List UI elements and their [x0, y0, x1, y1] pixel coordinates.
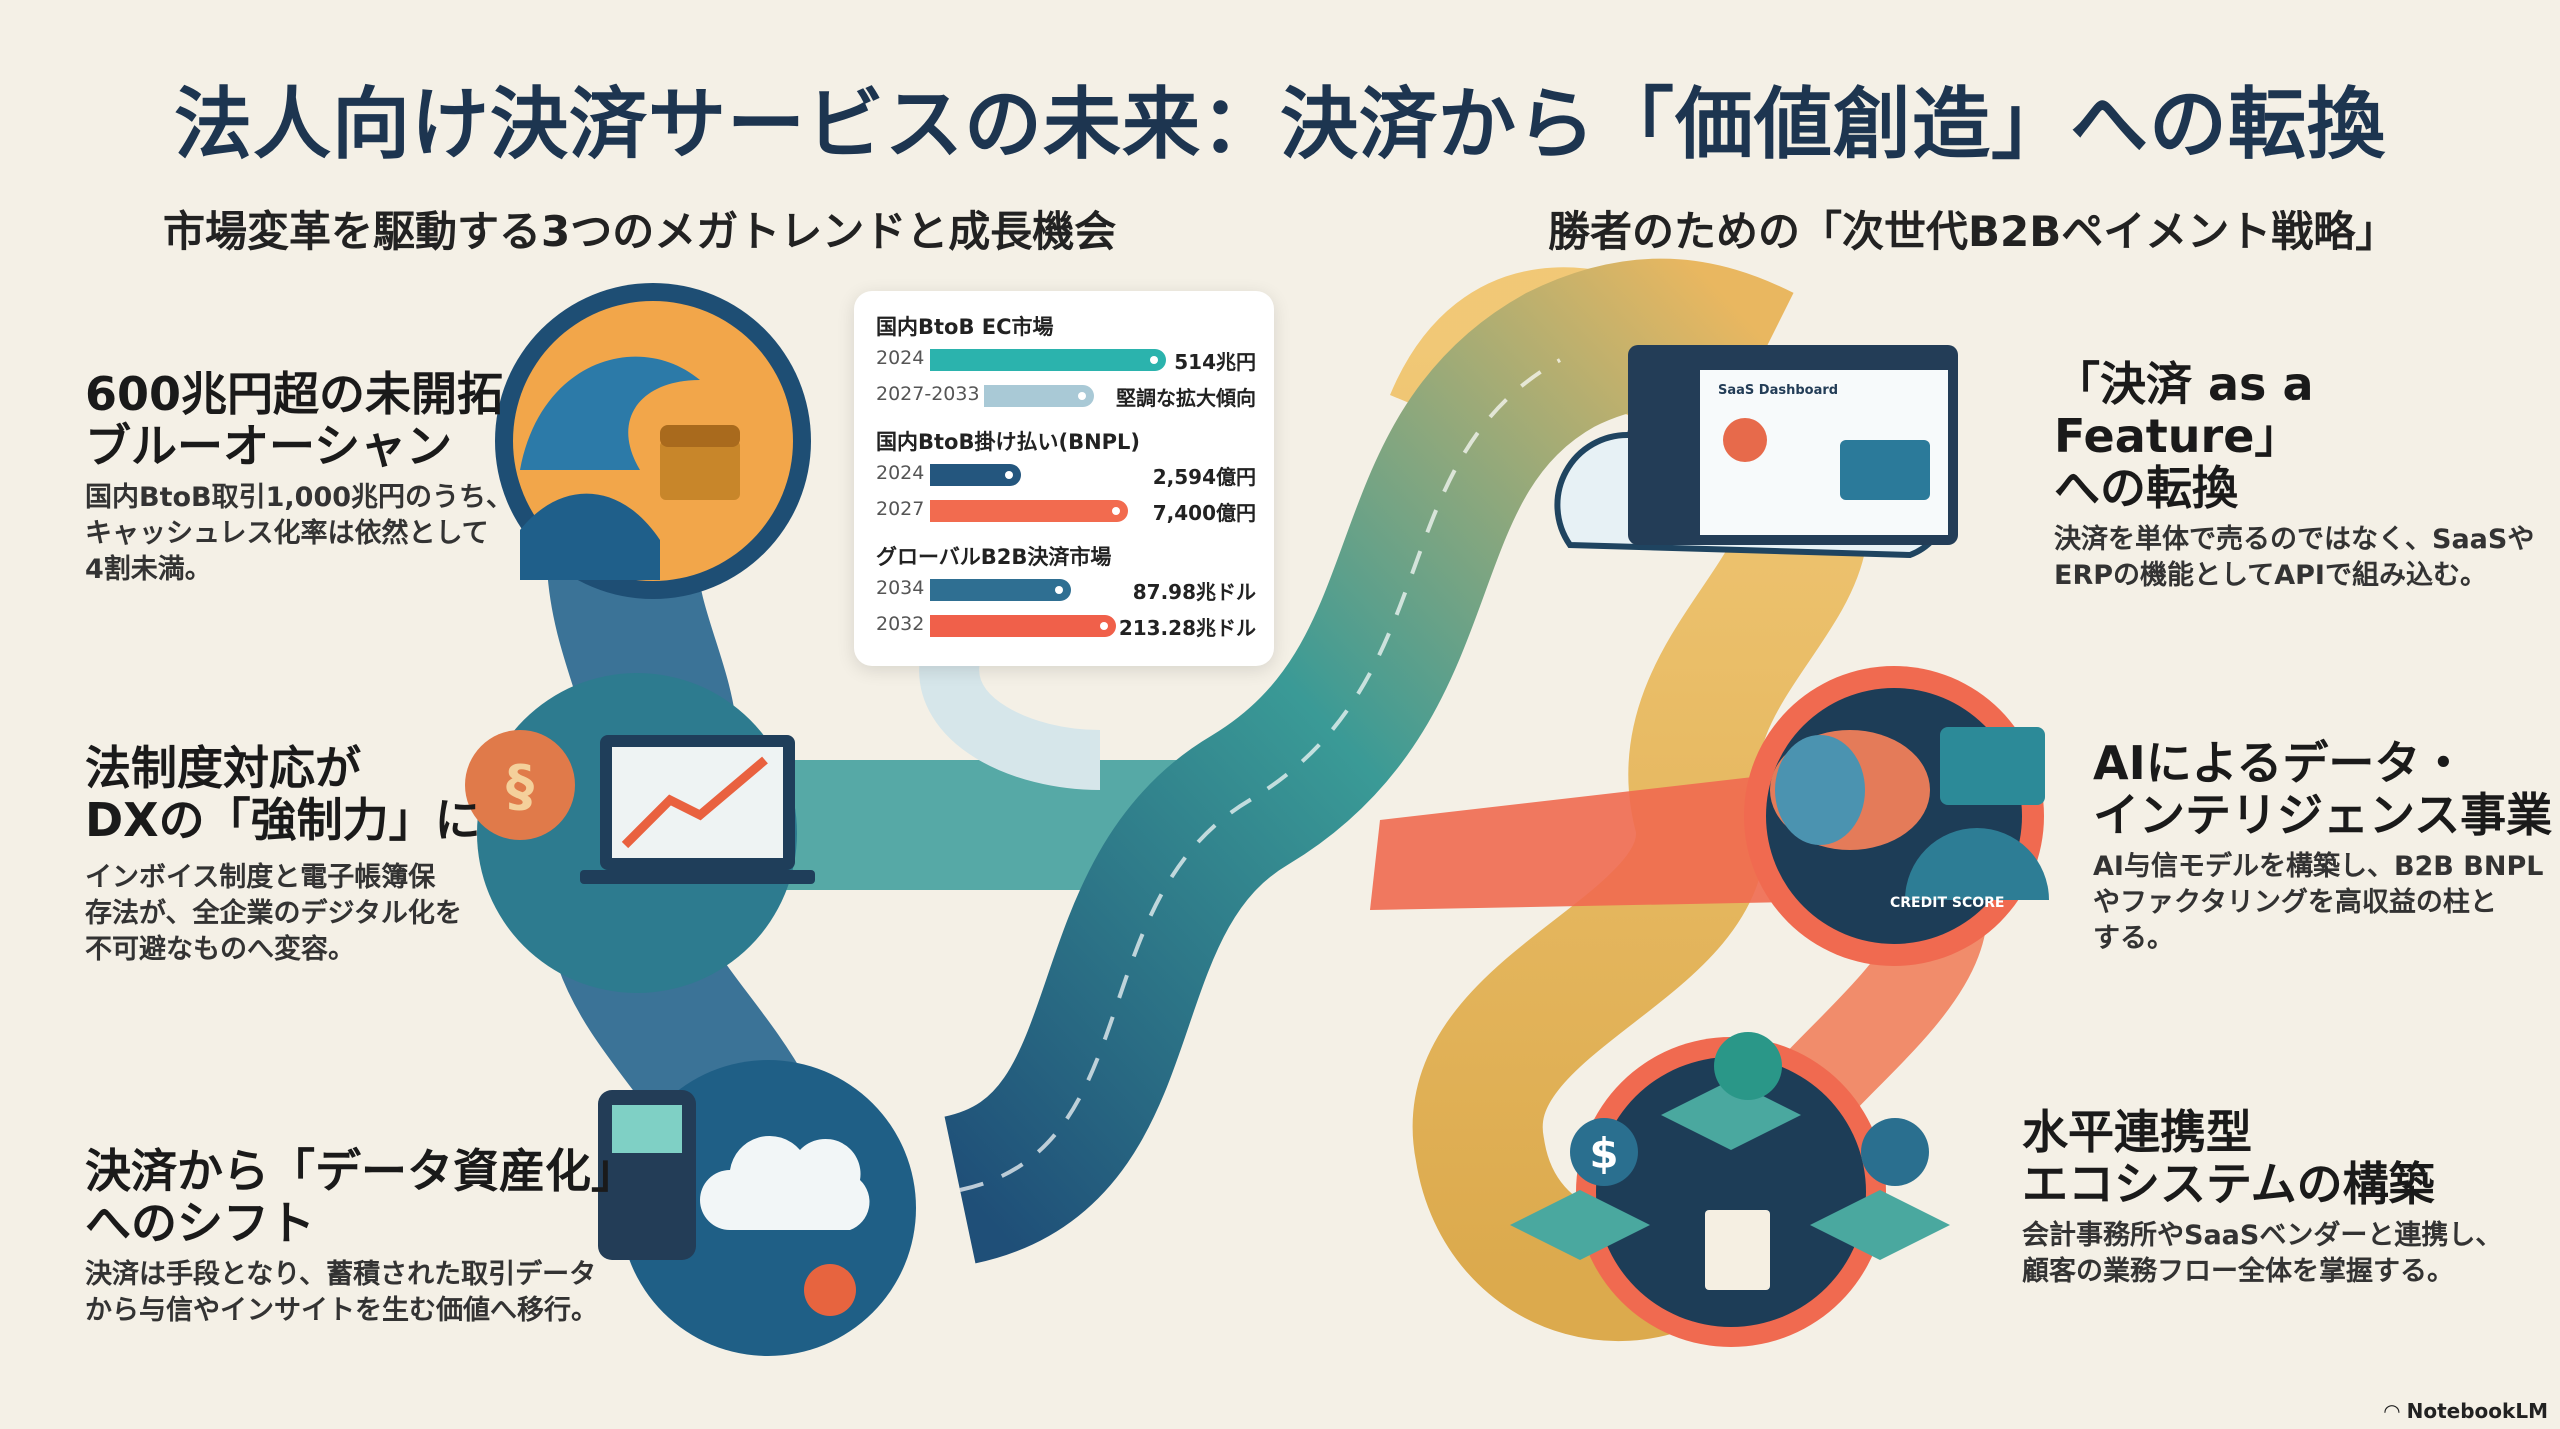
stats-year: 2034 [876, 577, 925, 599]
stats-value: 7,400億円 [1152, 501, 1256, 525]
brand-label: NotebookLM [2406, 1399, 2548, 1423]
stats-row: 2024 514兆円 [876, 345, 1256, 374]
market-stats-card: 国内BtoB EC市場 2024 514兆円 2027-2033 堅調な拡大傾向国内Bt… [854, 291, 1274, 666]
strategy-heading: 「決済 as a Feature」への転換 [2054, 357, 2314, 515]
page-title: 法人向け決済サービスの未来：決済から「価値創造」への転換 [173, 80, 2386, 170]
strategy-payment-feature: 「決済 as a Feature」への転換 決済を単体で売るのではなく、SaaS… [2054, 358, 2560, 594]
stats-bar [984, 385, 1095, 407]
trend-blue-ocean: 600兆円超の未開拓ブルーオーシャン 国内BtoB取引1,000兆円のうち、キャ… [85, 368, 513, 588]
right-section-subtitle: 勝者のための「次世代B2Bペイメント戦略」 [1548, 207, 2398, 256]
left-section-subtitle: 市場変革を駆動する3つのメガトレンドと成長機会 [163, 207, 1117, 256]
credit-score-label: CREDIT SCORE [1890, 895, 2005, 911]
stats-year: 2027-2033 [876, 383, 980, 405]
stats-bar [930, 349, 1166, 371]
stats-bar [930, 500, 1128, 522]
strategy-ecosystem: 水平連携型エコシステムの構築 会計事務所やSaaSベンダーと連携し、顧客の業務フ… [2022, 1106, 2502, 1290]
stats-row: 2032 213.28兆ドル [876, 611, 1256, 640]
stats-value: 堅調な拡大傾向 [1116, 386, 1256, 410]
stats-year: 2027 [876, 498, 925, 520]
stats-value: 87.98兆ドル [1132, 580, 1256, 604]
trend-desc: インボイス制度と電子帳簿保存法が、全企業のデジタル化を不可避なものへ変容。 [85, 862, 462, 965]
stats-value: 514兆円 [1174, 350, 1256, 374]
saas-dashboard-cloud-icon: SaaS Dashboard [1554, 345, 1958, 559]
stats-group-title: 国内BtoB EC市場 [876, 315, 1054, 339]
stats-value: 2,594億円 [1152, 465, 1256, 489]
stats-group-title: 国内BtoB掛け払い(BNPL) [876, 430, 1141, 454]
stats-bar [930, 464, 1022, 486]
stats-row: 2024 2,594億円 [876, 460, 1256, 489]
stats-year: 2024 [876, 462, 925, 484]
notebooklm-brand: ◠ NotebookLM [2384, 1399, 2548, 1423]
svg-text:SaaS Dashboard: SaaS Dashboard [1718, 383, 1838, 398]
payment-terminal-cloud-network-icon [598, 1060, 916, 1356]
trend-desc: 決済は手段となり、蓄積された取引データから与信やインサイトを生む価値へ移行。 [85, 1259, 598, 1326]
trend-heading: 600兆円超の未開拓ブルーオーシャン [85, 367, 504, 473]
ai-brain-credit-score-icon [1744, 666, 2049, 966]
strategy-heading: 水平連携型エコシステムの構築 [2022, 1105, 2435, 1211]
ecosystem-network-icon: $ [1510, 1032, 1950, 1347]
stats-row: 2027 7,400億円 [876, 496, 1256, 525]
stats-year: 2024 [876, 347, 925, 369]
svg-text:§: § [506, 754, 534, 819]
wave-treasure-icon [495, 283, 811, 599]
svg-text:$: $ [1589, 1129, 1618, 1178]
stats-row: 2027-2033 堅調な拡大傾向 [876, 381, 1256, 410]
stats-year: 2032 [876, 613, 925, 635]
stats-row: 2034 87.98兆ドル [876, 575, 1256, 604]
stats-bar [930, 615, 1117, 637]
strategy-desc: 会計事務所やSaaSベンダーと連携し、顧客の業務フロー全体を掌握する。 [2022, 1220, 2503, 1287]
legal-seal-laptop-chart-icon: § [465, 673, 815, 993]
trend-heading: 決済から「データ資産化」へのシフト [85, 1144, 637, 1250]
trend-data-asset: 決済から「データ資産化」へのシフト 決済は手段となり、蓄積された取引データから与… [85, 1145, 637, 1329]
stats-value: 213.28兆ドル [1118, 616, 1256, 640]
stats-bar [930, 579, 1071, 601]
stats-group-title: グローバルB2B決済市場 [876, 545, 1112, 569]
strategy-heading: AIによるデータ・インテリジェンス事業 [2093, 736, 2553, 842]
strategy-ai-data: AIによるデータ・インテリジェンス事業 AI与信モデルを構築し、B2B BNPL… [2093, 737, 2552, 957]
